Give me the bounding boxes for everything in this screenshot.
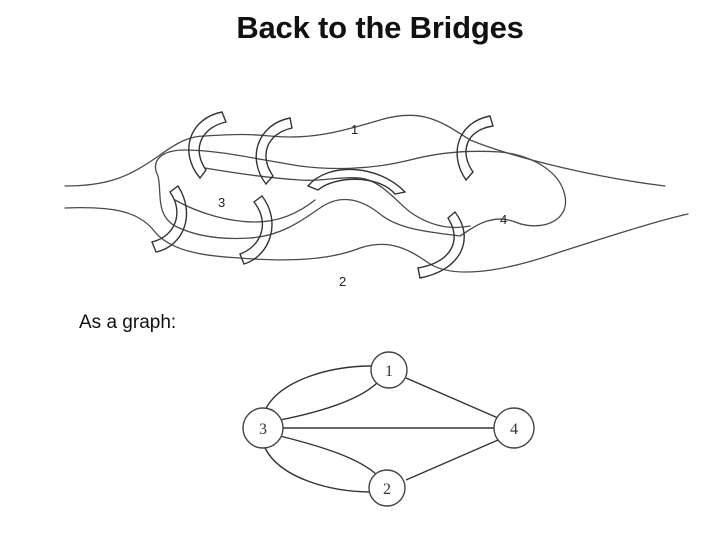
graph-edge <box>265 448 372 492</box>
graph-node-label-2: 2 <box>383 481 391 498</box>
graph-node-label-3: 3 <box>259 421 267 438</box>
graph-nodes: 1 2 3 4 <box>243 352 534 506</box>
bridge-d <box>308 169 405 194</box>
graph-caption: As a graph: <box>79 312 176 334</box>
graph-node-label-1: 1 <box>385 363 393 380</box>
region-label-2: 2 <box>339 274 346 289</box>
graph-edge <box>406 378 498 418</box>
graph-node-label-4: 4 <box>510 421 518 438</box>
region-label-3: 3 <box>218 195 225 210</box>
region-label-1: 1 <box>351 122 358 137</box>
graph-edge <box>280 382 378 420</box>
bridge-c <box>457 116 493 180</box>
graph-edge <box>280 436 378 476</box>
region-label-4: 4 <box>500 212 507 227</box>
graph-edge <box>265 366 372 410</box>
river-banks <box>65 115 688 272</box>
bridges <box>152 112 493 278</box>
bridge-e <box>152 186 187 252</box>
bridge-g <box>418 212 464 278</box>
bridge-f <box>240 196 272 264</box>
bridge-b <box>256 118 292 184</box>
graph-edge <box>406 440 498 480</box>
